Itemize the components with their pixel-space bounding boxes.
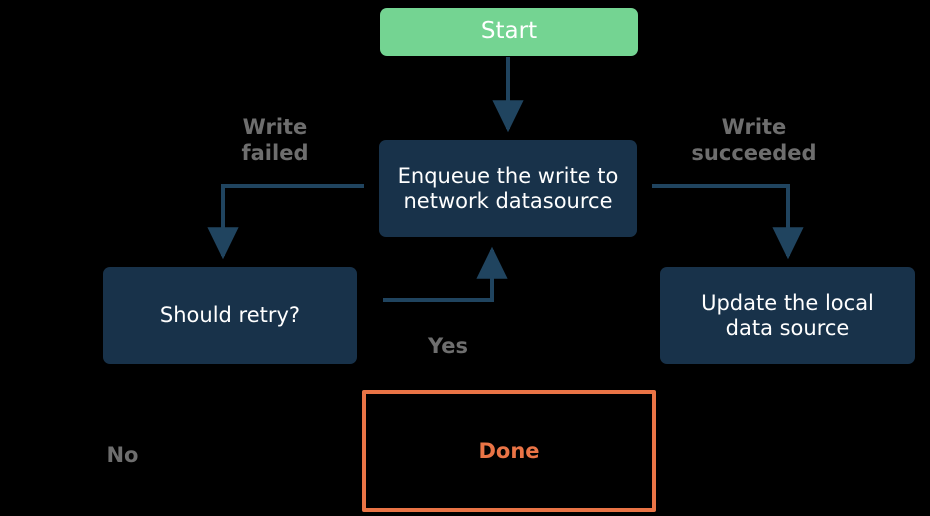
edge-enqueue-to-update-local [652,184,804,260]
node-done[interactable]: Done [362,390,656,512]
edge-enqueue-to-should-retry [207,184,364,260]
node-update-local-data-source[interactable]: Update the local data source [660,267,915,364]
node-should-retry[interactable]: Should retry? [103,267,357,364]
edge-label-yes: Yes [427,334,469,358]
edge-label-write-succeeded: Write succeeded [691,115,817,165]
edge-should-retry-yes-to-enqueue [383,246,508,302]
node-enqueue-write[interactable]: Enqueue the write to network datasource [379,140,637,237]
node-start[interactable]: Start [380,8,638,56]
edge-label-no: No [106,443,139,467]
edge-label-write-failed: Write failed [241,115,309,165]
